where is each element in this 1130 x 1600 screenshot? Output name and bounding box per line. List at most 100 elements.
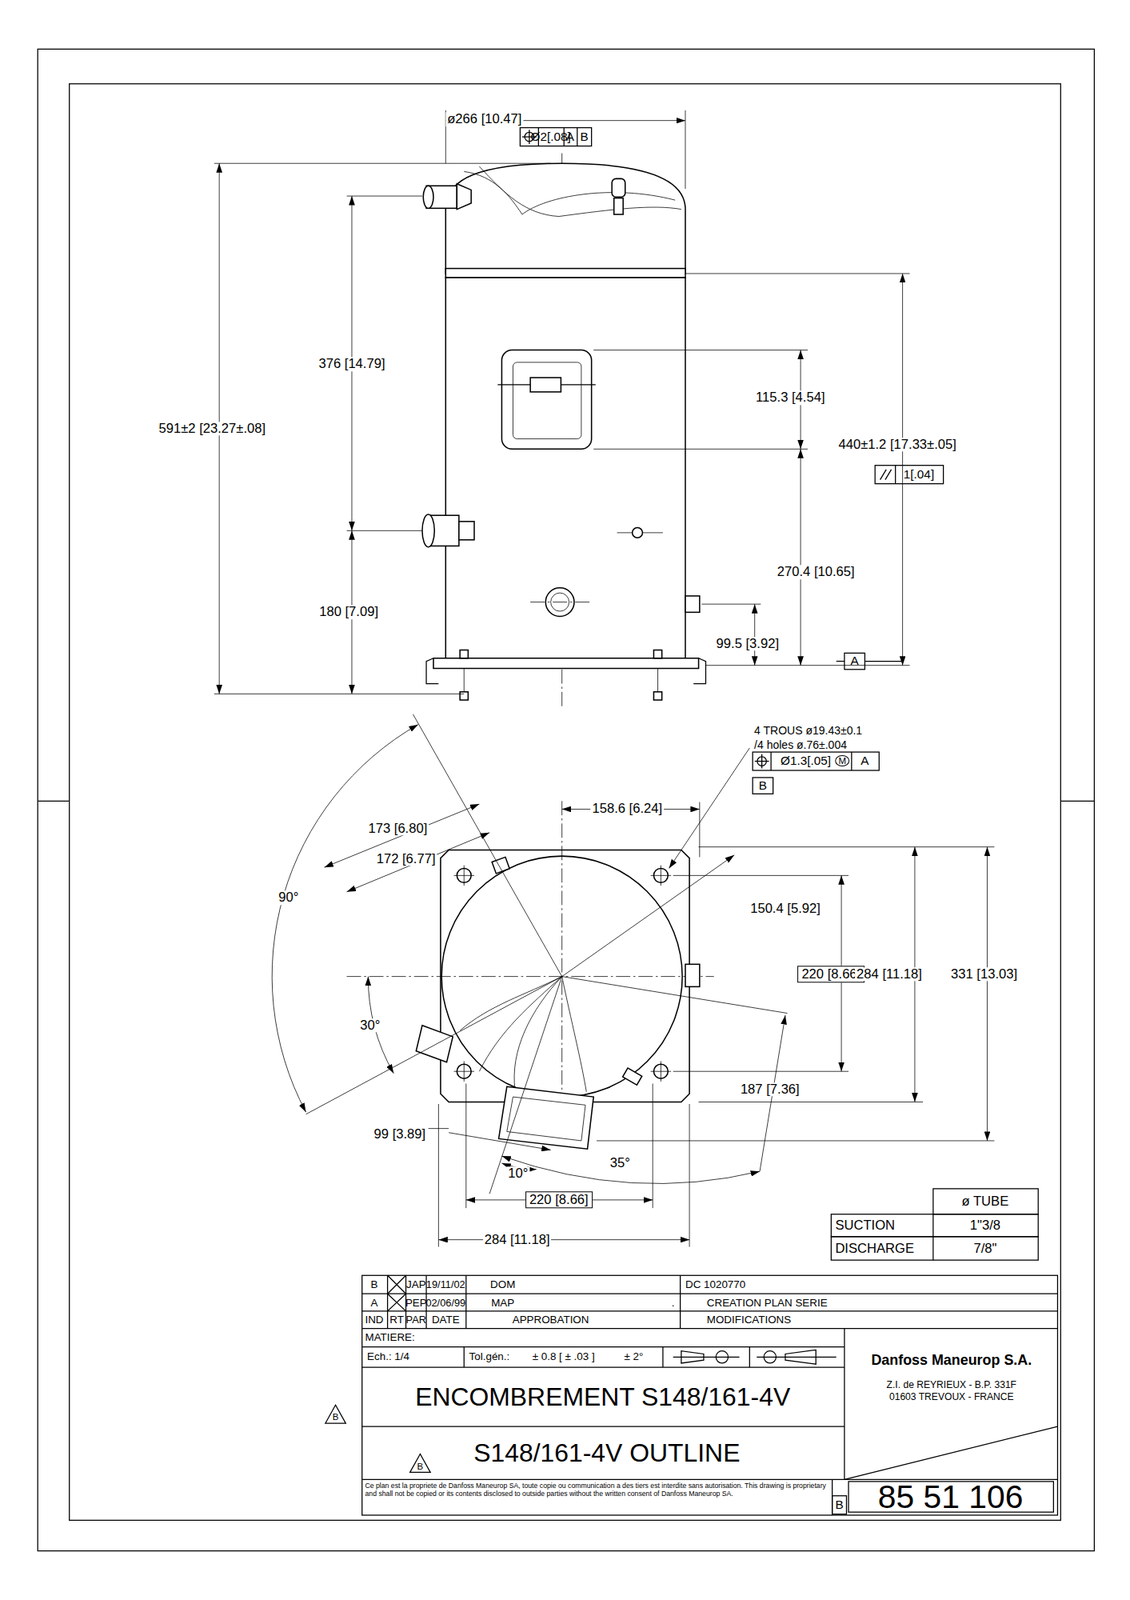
title-block-part [662,1346,663,1368]
plan-dimensions-part [271,724,419,1113]
title-cell: IND [364,1313,384,1326]
title-cell: PEP [405,1296,428,1308]
elevation-dimensions-part [874,465,943,484]
plan-view-part [514,976,563,1091]
copyright-note: Ce plan est la propriete de Danfoss Mane… [365,1481,830,1498]
elevation-dimensions-part [576,127,578,147]
elevation-dimensions-part [528,129,530,144]
elevation-view-part [653,691,662,700]
dimension: 99.5 [3.92] [714,636,781,651]
elevation-view-part [614,198,623,215]
dimension: 591±2 [23.27±.08] [157,421,268,436]
elevation-dimensions-part [593,448,808,450]
plan-view-part [415,1025,453,1063]
dimension: 172 [6.77] [375,851,438,866]
elevation-view-part [445,277,686,659]
elevation-dimensions-part [894,465,896,484]
plan-dimensions-part [306,976,563,1115]
plan-dimensions-part [698,846,995,847]
drawing-title: ENCOMBREMENT S148/161-4V [415,1383,791,1411]
plan-dimensions-part [412,714,562,977]
angle-dimension: 10° [506,1165,530,1180]
plan-view-part [499,1086,595,1149]
basic-dimension: 220 [8.66] [525,1190,593,1208]
title-block-part [465,1274,467,1328]
elevation-dimensions-part [836,660,845,662]
elevation-view-part [459,650,468,659]
dimension: 376 [14.79] [316,357,387,372]
title-block-part [463,1346,465,1368]
plan-dimensions [271,714,995,1247]
plan-dimensions-part [562,854,735,977]
dimension: 187 [7.36] [738,1082,802,1096]
title-cell: Tol.gén.: [469,1350,511,1362]
title-cell: Ech.: 1/4 [367,1350,410,1362]
plan-dimensions-part [596,1139,995,1141]
tube-table-part [830,1236,1039,1260]
plan-dimensions-part [324,803,480,867]
revision-mark: B [417,1461,424,1471]
title-cell: 02/06/99 [425,1297,466,1308]
elevation-dimensions-part [347,530,423,532]
plan-dimensions-part [652,1083,654,1209]
title-block-part [362,1365,845,1367]
plan-dimensions-part [698,1101,924,1103]
plan-dimensions-part [673,874,849,876]
plan-view-part [561,800,563,1117]
title-cell: APPROBATION [512,1313,590,1326]
plan-dimensions-part [465,1083,467,1209]
elevation-dimensions-part [754,603,755,666]
datum-label: B [758,778,767,792]
plan-dimensions-part [438,1103,440,1247]
title-cell: PAR [406,1313,427,1325]
elevation-view-part [463,171,675,215]
plan-view-part [507,1096,586,1141]
plan-view-part [685,963,700,987]
elevation-dimensions-part [214,163,552,164]
elevation-dimensions-part [214,693,464,695]
elevation-view-part [459,691,468,700]
angle-dimension: 90° [276,890,300,904]
sheet-frame-part [69,83,1062,1521]
plan-view [347,800,715,1149]
title-block-part [362,1274,1059,1515]
table-cell: 7/8" [973,1241,997,1255]
company-address: 01603 TREVOUX - FRANCE [889,1390,1015,1402]
sheet-frame-part [37,800,70,802]
title-cell: 19/11/02 [426,1278,466,1290]
dimension: 180 [7.09] [317,604,380,619]
elevation-dimensions-part [800,448,802,665]
title-cell: DATE [431,1313,460,1326]
title-block-part [362,1345,845,1347]
tolerance-value: Ø1.3[.05] [780,754,831,767]
dimension: 115.3 [4.54] [754,391,827,405]
plan-dimensions-part [986,846,988,1141]
dimension: 150.4 [5.92] [748,902,823,916]
tube-table [830,1188,1039,1260]
elevation-view-part [459,521,475,540]
hole-note: /4 holes ø.76±.004 [752,738,849,751]
plan-dimensions-part [770,751,771,771]
tube-table-part [932,1213,934,1260]
elevation-dimensions-part [685,272,911,274]
title-cell: JAP [406,1278,427,1290]
elevation-dimensions-part [593,349,808,351]
elevation-dimensions-part [880,469,887,480]
title-cell: ± 0.8 [ ± .03 ] [532,1350,595,1362]
plan-view-part [479,976,562,1072]
elevation-view-part [426,658,439,684]
company-address: Z.I. de REYRIEUX - B.P. 331F [886,1378,1017,1390]
elevation-dimensions-part [885,469,892,480]
plan-view-part [347,975,715,977]
title-cell: MODIFICATIONS [706,1313,791,1326]
title-block-part [387,1274,388,1328]
elevation-dimensions-part [684,110,686,189]
revision-index: B [834,1497,843,1511]
plan-view-part [562,976,587,1092]
datum-ref: A [566,130,575,144]
plan-dimensions-part [761,754,763,769]
plan-dimensions-part [752,751,879,771]
elevation-dimensions-part [519,127,591,147]
elevation-view-part [422,514,435,548]
